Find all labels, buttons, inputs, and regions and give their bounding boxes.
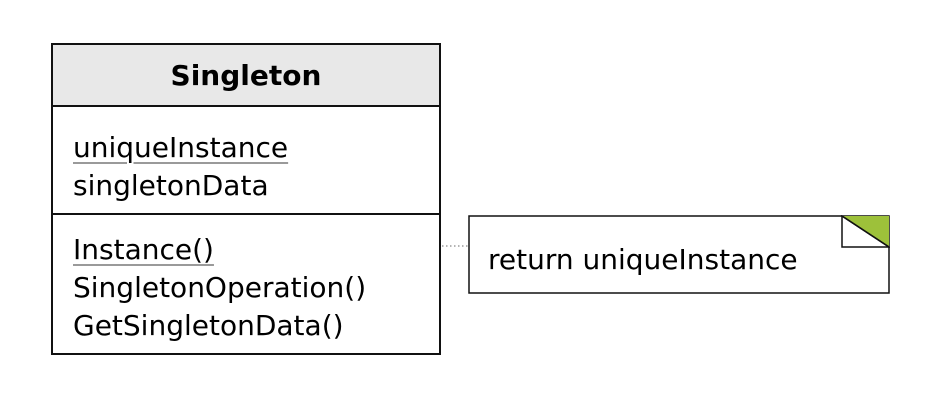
note-shape <box>468 215 890 294</box>
uml-note: return uniqueInstance <box>468 215 890 294</box>
operation-get-singleton-data: GetSingletonData() <box>73 309 344 342</box>
attribute-unique-instance: uniqueInstance <box>73 131 289 164</box>
attributes-compartment: uniqueInstance singletonData <box>53 107 439 215</box>
operation-singleton-operation: SingletonOperation() <box>73 271 367 304</box>
attribute-singleton-data: singletonData <box>73 169 269 202</box>
class-name: Singleton <box>170 58 322 92</box>
note-text: return uniqueInstance <box>488 243 798 276</box>
class-name-header: Singleton <box>53 45 439 107</box>
singleton-class-box: Singleton uniqueInstance singletonData I… <box>51 43 441 355</box>
operation-instance: Instance() <box>73 233 214 266</box>
operations-compartment: Instance() SingletonOperation() GetSingl… <box>53 215 439 345</box>
